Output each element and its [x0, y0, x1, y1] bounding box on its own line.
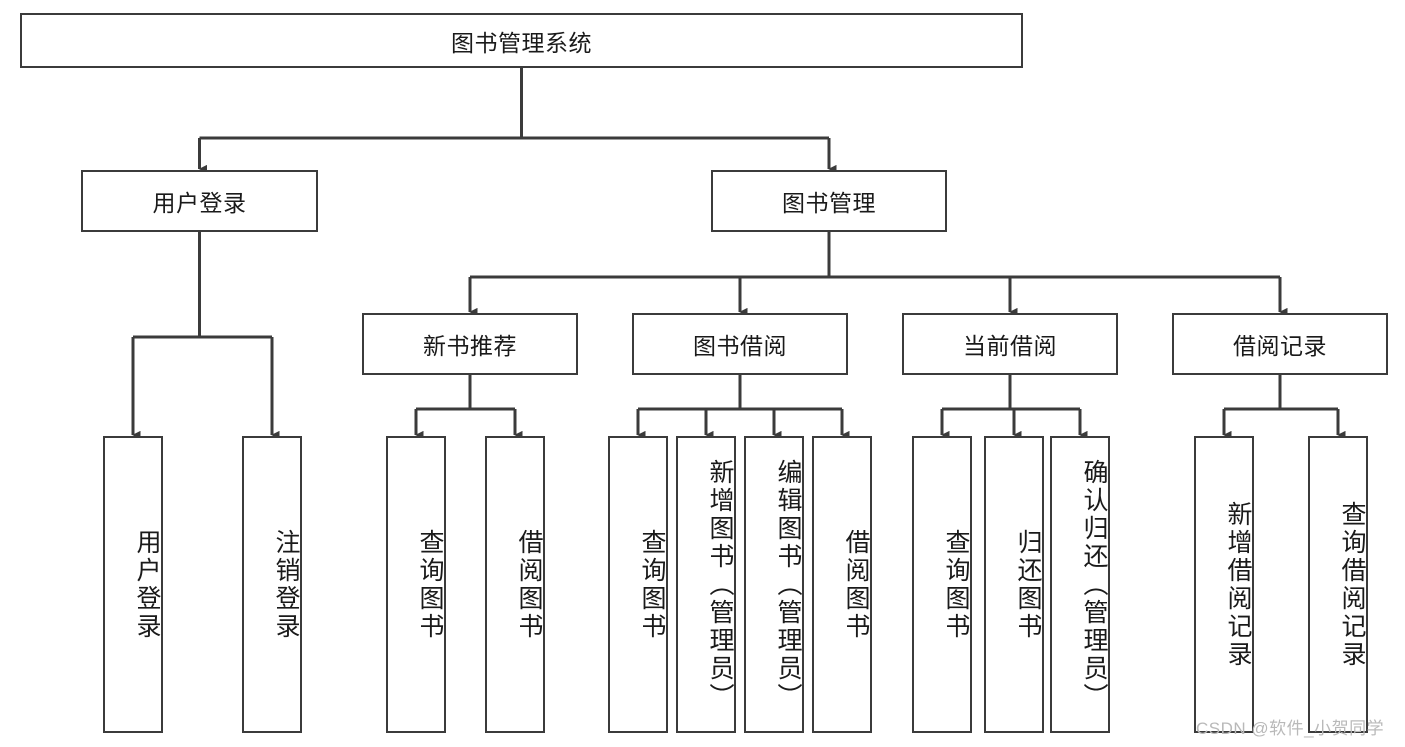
node-leaf-return-book[interactable]: 归还图书 [984, 436, 1044, 733]
node-leaf-query-book-3[interactable]: 查询图书 [912, 436, 972, 733]
node-leaf-add-book[interactable]: 新增图书（管理员） [676, 436, 736, 733]
node-root[interactable]: 图书管理系统 [20, 13, 1023, 68]
node-new-book-rec[interactable]: 新书推荐 [362, 313, 578, 375]
node-leaf-query-record[interactable]: 查询借阅记录 [1308, 436, 1368, 733]
node-leaf-confirm-return[interactable]: 确认归还（管理员） [1050, 436, 1110, 733]
node-book-manage[interactable]: 图书管理 [711, 170, 947, 232]
node-leaf-add-record[interactable]: 新增借阅记录 [1194, 436, 1254, 733]
node-book-borrow[interactable]: 图书借阅 [632, 313, 848, 375]
node-leaf-edit-book[interactable]: 编辑图书（管理员） [744, 436, 804, 733]
node-leaf-user-logout[interactable]: 注销登录 [242, 436, 302, 733]
node-current-borrow[interactable]: 当前借阅 [902, 313, 1118, 375]
node-leaf-query-book-1[interactable]: 查询图书 [386, 436, 446, 733]
node-leaf-borrow-book-2[interactable]: 借阅图书 [812, 436, 872, 733]
csdn-watermark: CSDN @软件_小贺同学 [1196, 719, 1385, 738]
node-borrow-record[interactable]: 借阅记录 [1172, 313, 1388, 375]
node-leaf-query-book-2[interactable]: 查询图书 [608, 436, 668, 733]
node-leaf-user-login[interactable]: 用户登录 [103, 436, 163, 733]
node-user-login[interactable]: 用户登录 [81, 170, 318, 232]
node-leaf-borrow-book-1[interactable]: 借阅图书 [485, 436, 545, 733]
